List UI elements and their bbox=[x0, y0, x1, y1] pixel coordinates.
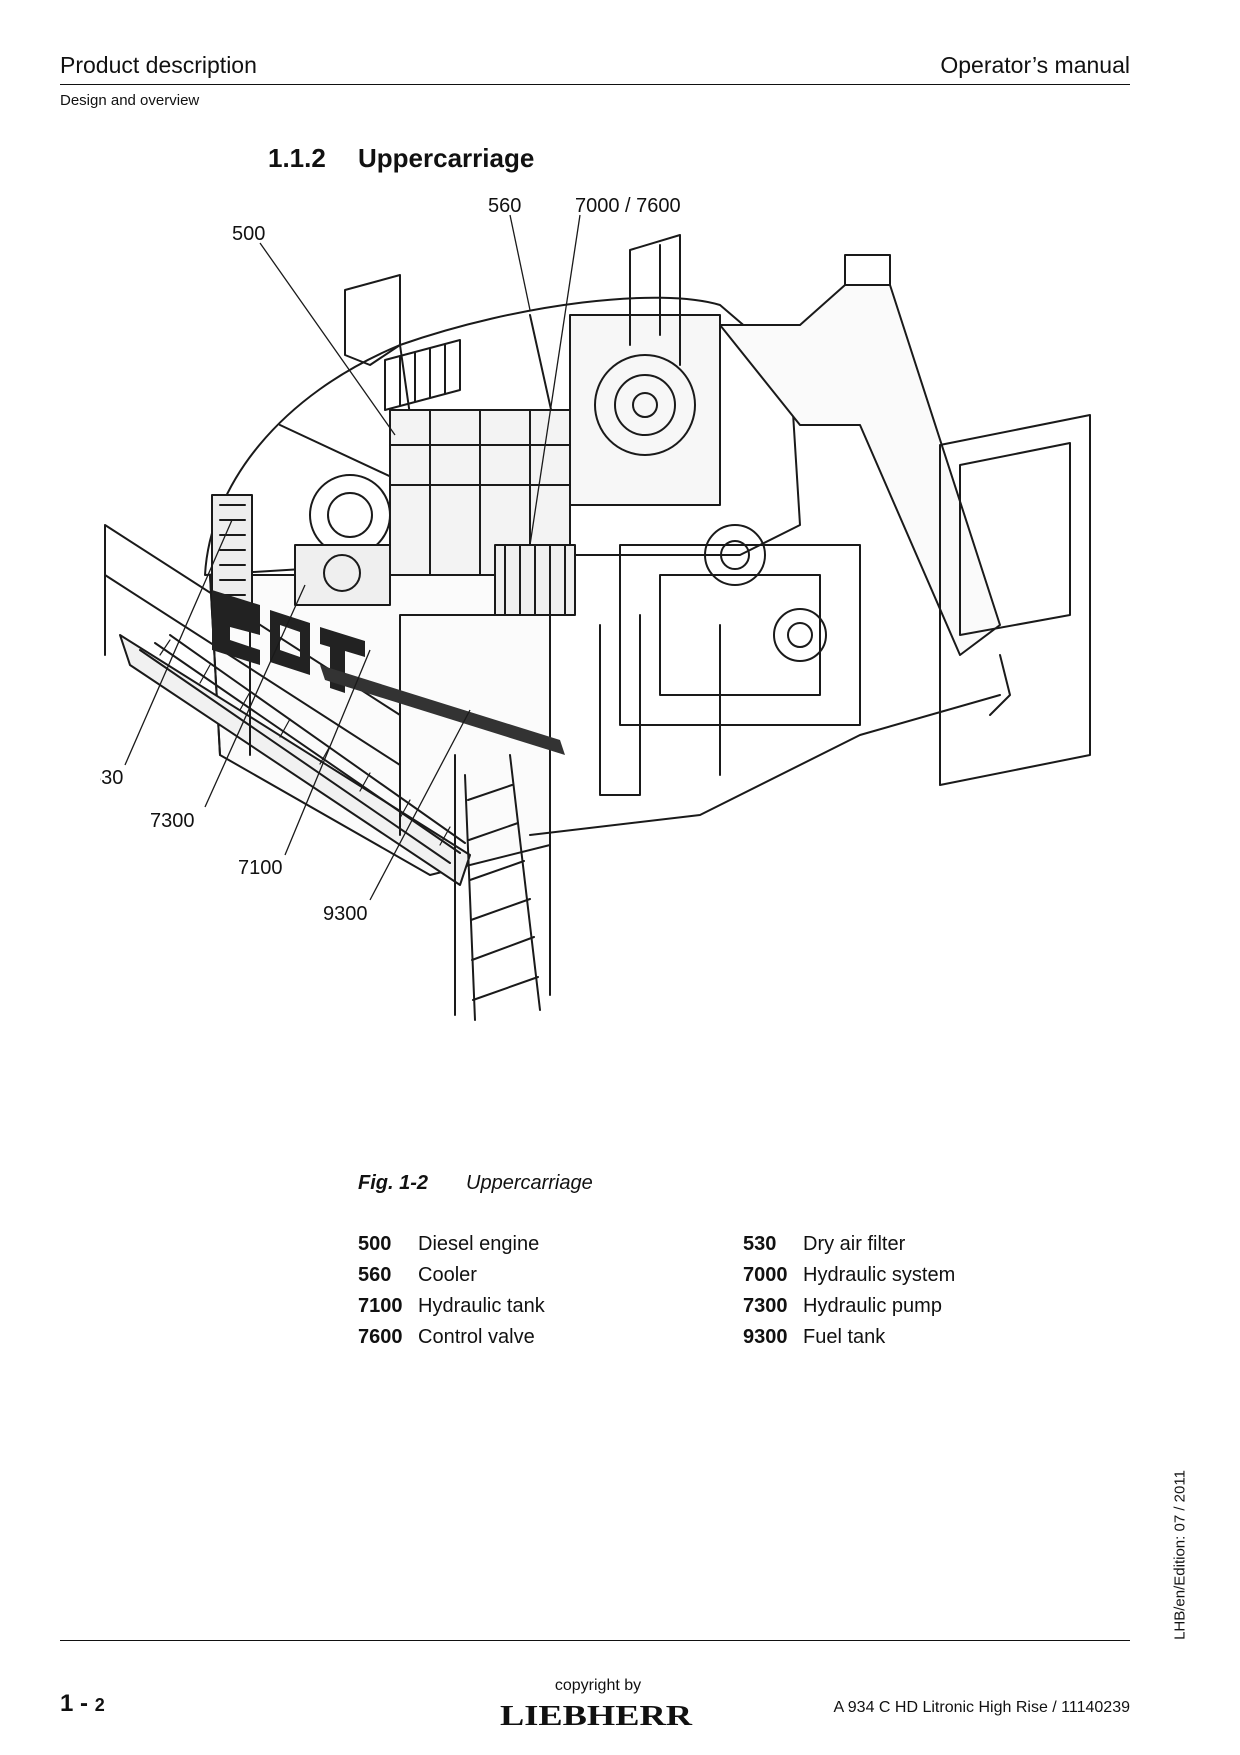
model-reference: A 934 C HD Litronic High Rise / 11140239 bbox=[833, 1699, 1130, 1716]
callout-7300: 7300 bbox=[150, 810, 195, 832]
footer-rule bbox=[60, 1640, 1130, 1641]
legend-code: 7300 bbox=[743, 1295, 788, 1317]
legend-code: 500 bbox=[358, 1233, 392, 1255]
cooler-box bbox=[569, 314, 721, 506]
legend-item: 560 Cooler bbox=[358, 1264, 477, 1295]
callout-leaders bbox=[124, 214, 581, 901]
section-title: Uppercarriage bbox=[358, 143, 535, 173]
boom-arm bbox=[719, 284, 1001, 656]
operator-cab bbox=[939, 414, 1091, 786]
callout-9300: 9300 bbox=[323, 903, 368, 925]
figure-caption: Fig. 1-2 Uppercarriage bbox=[358, 1172, 593, 1195]
figure-number: Fig. 1-2 bbox=[358, 1172, 429, 1194]
callout-530: 530 bbox=[100, 767, 123, 789]
legend-label: Hydraulic tank bbox=[418, 1295, 545, 1317]
header-subsection: Design and overview bbox=[60, 92, 200, 109]
figure-caption-text: Uppercarriage bbox=[466, 1172, 593, 1194]
hydraulic-pump bbox=[294, 544, 391, 606]
upper-railing bbox=[629, 234, 721, 376]
header-rule bbox=[60, 84, 1130, 85]
left-railing bbox=[104, 524, 401, 836]
legend-code: 9300 bbox=[743, 1326, 788, 1348]
callout-7000-7600: 7000 / 7600 bbox=[575, 195, 681, 217]
legend-code: 530 bbox=[743, 1233, 777, 1255]
legend-code: 7100 bbox=[358, 1295, 403, 1317]
page-number-minor: 2 bbox=[94, 1695, 105, 1715]
uppercarriage-drawing: 560 7000 / 7600 500 530 7300 7100 9300 bbox=[100, 195, 1091, 1021]
legend-item: 530 Dry air filter bbox=[743, 1233, 905, 1264]
section-heading: 1.1.2 Uppercarriage bbox=[268, 143, 534, 174]
header-section-title: Product description bbox=[60, 52, 257, 78]
callout-500: 500 bbox=[232, 223, 265, 245]
legend-item: 7300 Hydraulic pump bbox=[743, 1295, 942, 1326]
legend-code: 7000 bbox=[743, 1264, 788, 1286]
uppercarriage-figure: 560 7000 / 7600 500 530 7300 7100 9300 bbox=[100, 195, 1140, 1170]
legend-item: 7000 Hydraulic system bbox=[743, 1264, 955, 1295]
callout-7100: 7100 bbox=[238, 857, 283, 879]
legend-label: Hydraulic system bbox=[803, 1264, 956, 1286]
legend-label: Cooler bbox=[418, 1264, 477, 1286]
header-manual-title: Operator’s manual bbox=[940, 52, 1130, 78]
legend-item: 500 Diesel engine bbox=[358, 1233, 539, 1264]
legend-code: 560 bbox=[358, 1264, 392, 1286]
copyright-label: copyright by bbox=[554, 1677, 642, 1694]
section-number: 1.1.2 bbox=[268, 143, 326, 173]
housing-outline bbox=[204, 296, 801, 576]
legend-item: 7600 Control valve bbox=[358, 1326, 535, 1357]
stripe-band bbox=[320, 665, 565, 755]
page-number: 1 - 2 bbox=[60, 1690, 105, 1718]
legend-label: Diesel engine bbox=[418, 1233, 540, 1255]
callout-560: 560 bbox=[488, 195, 521, 217]
edition-note: LHB/en/Edition: 07 / 2011 bbox=[1171, 1470, 1189, 1640]
legend-label: Dry air filter bbox=[803, 1233, 906, 1255]
legend-label: Fuel tank bbox=[803, 1326, 886, 1348]
legend-label: Control valve bbox=[418, 1326, 535, 1348]
liebherr-logo: LIEBHERR bbox=[496, 1700, 696, 1732]
legend-code: 7600 bbox=[358, 1326, 403, 1348]
legend-item: 9300 Fuel tank bbox=[743, 1326, 885, 1357]
legend-item: 7100 Hydraulic tank bbox=[358, 1295, 545, 1326]
legend-label: Hydraulic pump bbox=[803, 1295, 942, 1317]
liebherr-logo-text: LIEBHERR bbox=[500, 1700, 693, 1730]
page-number-major: 1 - bbox=[60, 1690, 89, 1717]
access-ladder bbox=[454, 724, 551, 1021]
exhaust-pipe bbox=[344, 274, 401, 366]
